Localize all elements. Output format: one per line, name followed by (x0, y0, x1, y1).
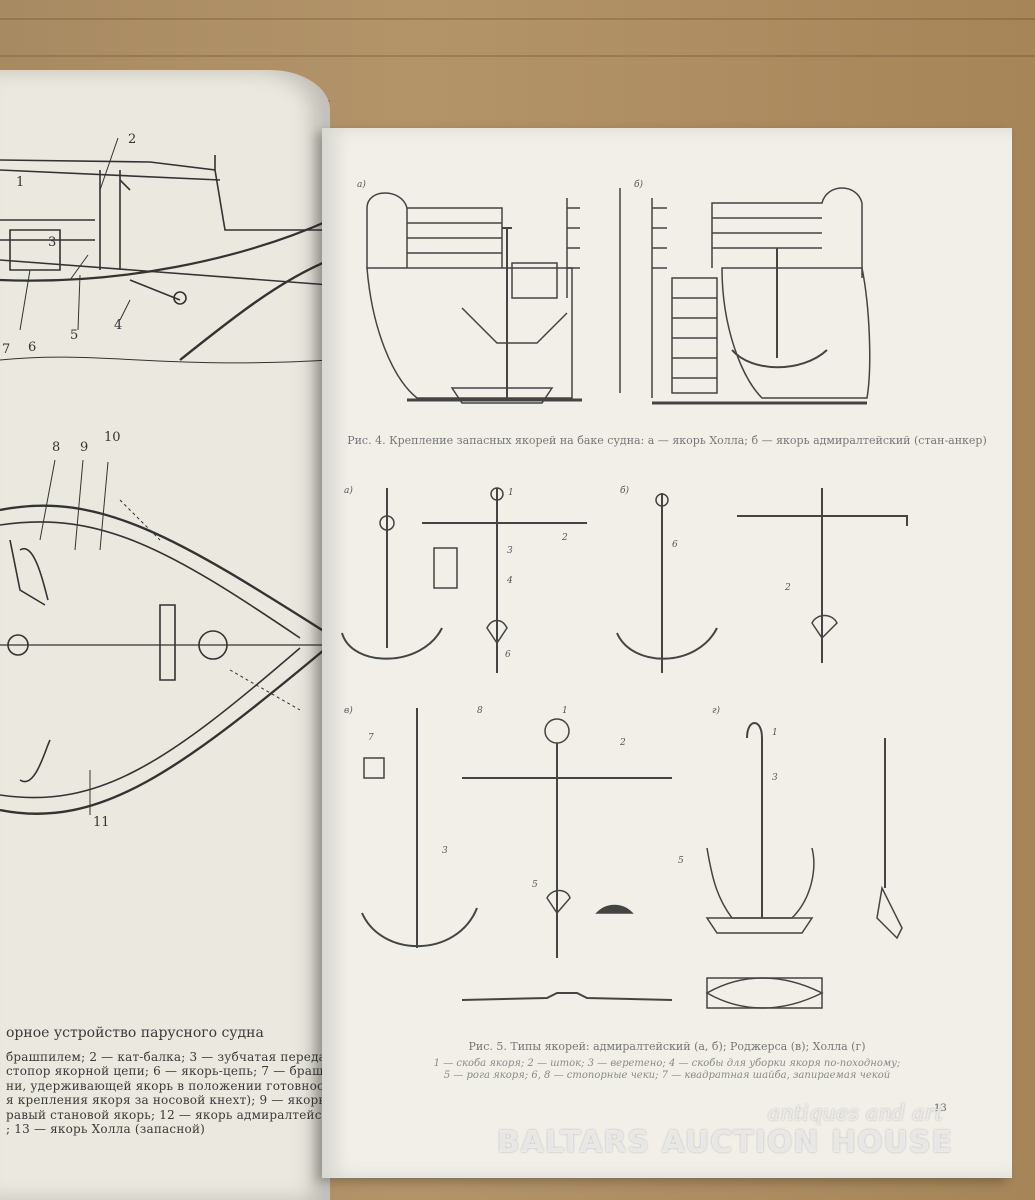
callout-3: 3 (48, 235, 57, 250)
legend-line: ни, удерживающей якорь в положении готов… (6, 1078, 330, 1093)
callout-10: 10 (104, 430, 121, 445)
fig4-caption: Рис. 4. Крепление запасных якорей на бак… (347, 434, 987, 447)
part-number: 1 (508, 488, 514, 498)
callout-4: 4 (114, 318, 123, 333)
callout-7: 7 (2, 342, 11, 357)
fig5-panel-a-label: а) (344, 486, 353, 496)
part-number: 5 (678, 856, 684, 866)
callout-8: 8 (52, 440, 61, 455)
part-number: 1 (562, 706, 568, 716)
right-page: а) б) Рис. 4. Крепление запасных якорей … (322, 128, 1012, 1178)
fig5-panel-b-label: б) (620, 486, 630, 496)
callout-11: 11 (93, 815, 110, 830)
watermark-tagline: antiques and art (767, 1101, 943, 1125)
figure-caption-title: орное устройство парусного судна (6, 1025, 264, 1041)
auction-watermark: antiques and art BALTARS AUCTION HOUSE (497, 1101, 953, 1160)
part-number: 3 (507, 546, 513, 556)
legend-line: 1 — скоба якоря; 2 — шток; 3 — веретено;… (433, 1058, 901, 1069)
part-number: 3 (442, 846, 448, 856)
legend-line: 5 — рога якоря; 6, 8 — стопорные чеки; 7… (443, 1070, 891, 1081)
fig5-panel-c-label: в) (344, 706, 353, 716)
watermark-brand: BALTARS AUCTION HOUSE (496, 1125, 953, 1160)
part-number: 8 (477, 706, 483, 716)
ship-diagram (0, 137, 330, 815)
fig5-panel-d-label: г) (712, 706, 721, 716)
part-number: 3 (772, 773, 778, 783)
part-number: 2 (785, 583, 791, 593)
callout-1: 1 (16, 175, 25, 190)
callout-9: 9 (80, 440, 89, 455)
part-number: 2 (562, 533, 568, 543)
legend-line: ; 13 — якорь Холла (запасной) (6, 1121, 206, 1136)
fig4-panel-b-label: б) (634, 180, 644, 190)
part-number: 4 (507, 576, 513, 586)
wood-grain (0, 55, 1035, 57)
legend-line: равый становой якорь; 12 — якорь адмирал… (6, 1107, 330, 1122)
figure-legend: брашпилем; 2 — кат-балка; 3 — зубчатая п… (6, 1050, 330, 1136)
legend-line: я крепления якоря за носовой кнехт); 9 —… (6, 1093, 330, 1108)
callout-5: 5 (70, 328, 79, 343)
part-number: 6 (505, 650, 511, 660)
callout-2: 2 (128, 132, 137, 147)
left-page: 2 1 3 7 6 5 4 8 9 10 11 орное устройство… (0, 70, 330, 1200)
part-number: 5 (532, 880, 538, 890)
legend-line: брашпилем; 2 — кат-балка; 3 — зубчатая п… (6, 1050, 330, 1064)
part-number: 7 (368, 733, 374, 743)
part-number: 6 (672, 540, 678, 550)
fig4-panel-a-label: а) (357, 180, 366, 190)
part-number: 2 (620, 738, 626, 748)
wood-grain (0, 18, 1035, 20)
anchor-diagrams (341, 187, 908, 1009)
fig5-legend: 1 — скоба якоря; 2 — шток; 3 — веретено;… (332, 1058, 1002, 1082)
page-number: 13 (934, 1103, 947, 1114)
fig5-caption: Рис. 5. Типы якорей: адмиралтейский (а, … (468, 1040, 866, 1053)
part-number: 1 (772, 728, 778, 738)
callout-6: 6 (28, 340, 37, 355)
legend-line: стопор якорной цепи; 6 — якорь-цепь; 7 —… (6, 1064, 330, 1079)
